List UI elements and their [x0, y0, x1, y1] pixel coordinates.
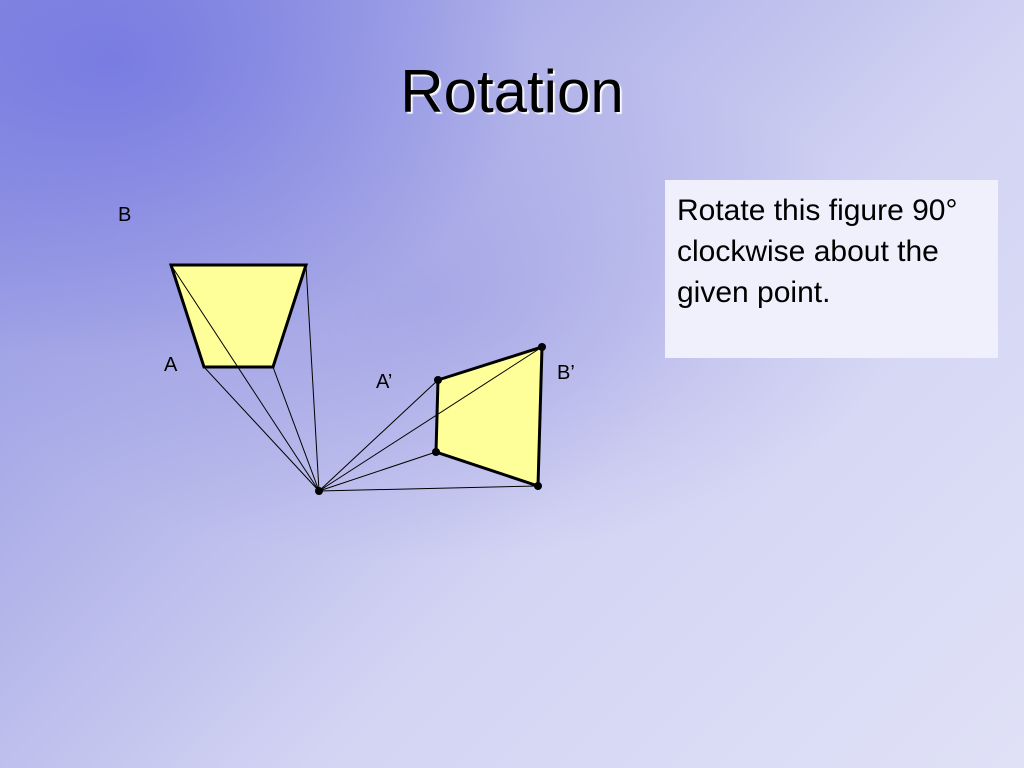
- label-a: A: [164, 354, 178, 376]
- construction-line: [170, 264, 320, 492]
- label-a-prime: A’: [376, 371, 392, 393]
- construction-line: [318, 346, 543, 492]
- construction-line: [318, 485, 539, 492]
- instruction-box: Rotate this figure 90° clockwise about t…: [665, 180, 998, 358]
- label-b-prime: B’: [557, 362, 575, 384]
- vertex-dots: [315, 343, 546, 495]
- construction-line: [318, 379, 439, 492]
- label-b: B: [118, 204, 131, 226]
- vertex-dot: [434, 376, 442, 384]
- center-of-rotation-point: [315, 487, 323, 495]
- vertex-dot: [538, 343, 546, 351]
- construction-line: [272, 366, 320, 492]
- construction-lines: [170, 264, 543, 492]
- rotated-trapezoid: [434, 344, 544, 489]
- vertex-dot: [432, 448, 440, 456]
- construction-line: [318, 451, 437, 492]
- instruction-text: Rotate this figure 90° clockwise about t…: [677, 194, 958, 309]
- construction-line: [305, 264, 320, 492]
- vertex-dot: [534, 482, 542, 490]
- slide-title: Rotation: [400, 58, 624, 125]
- construction-line: [203, 366, 320, 492]
- original-trapezoid: [168, 263, 309, 369]
